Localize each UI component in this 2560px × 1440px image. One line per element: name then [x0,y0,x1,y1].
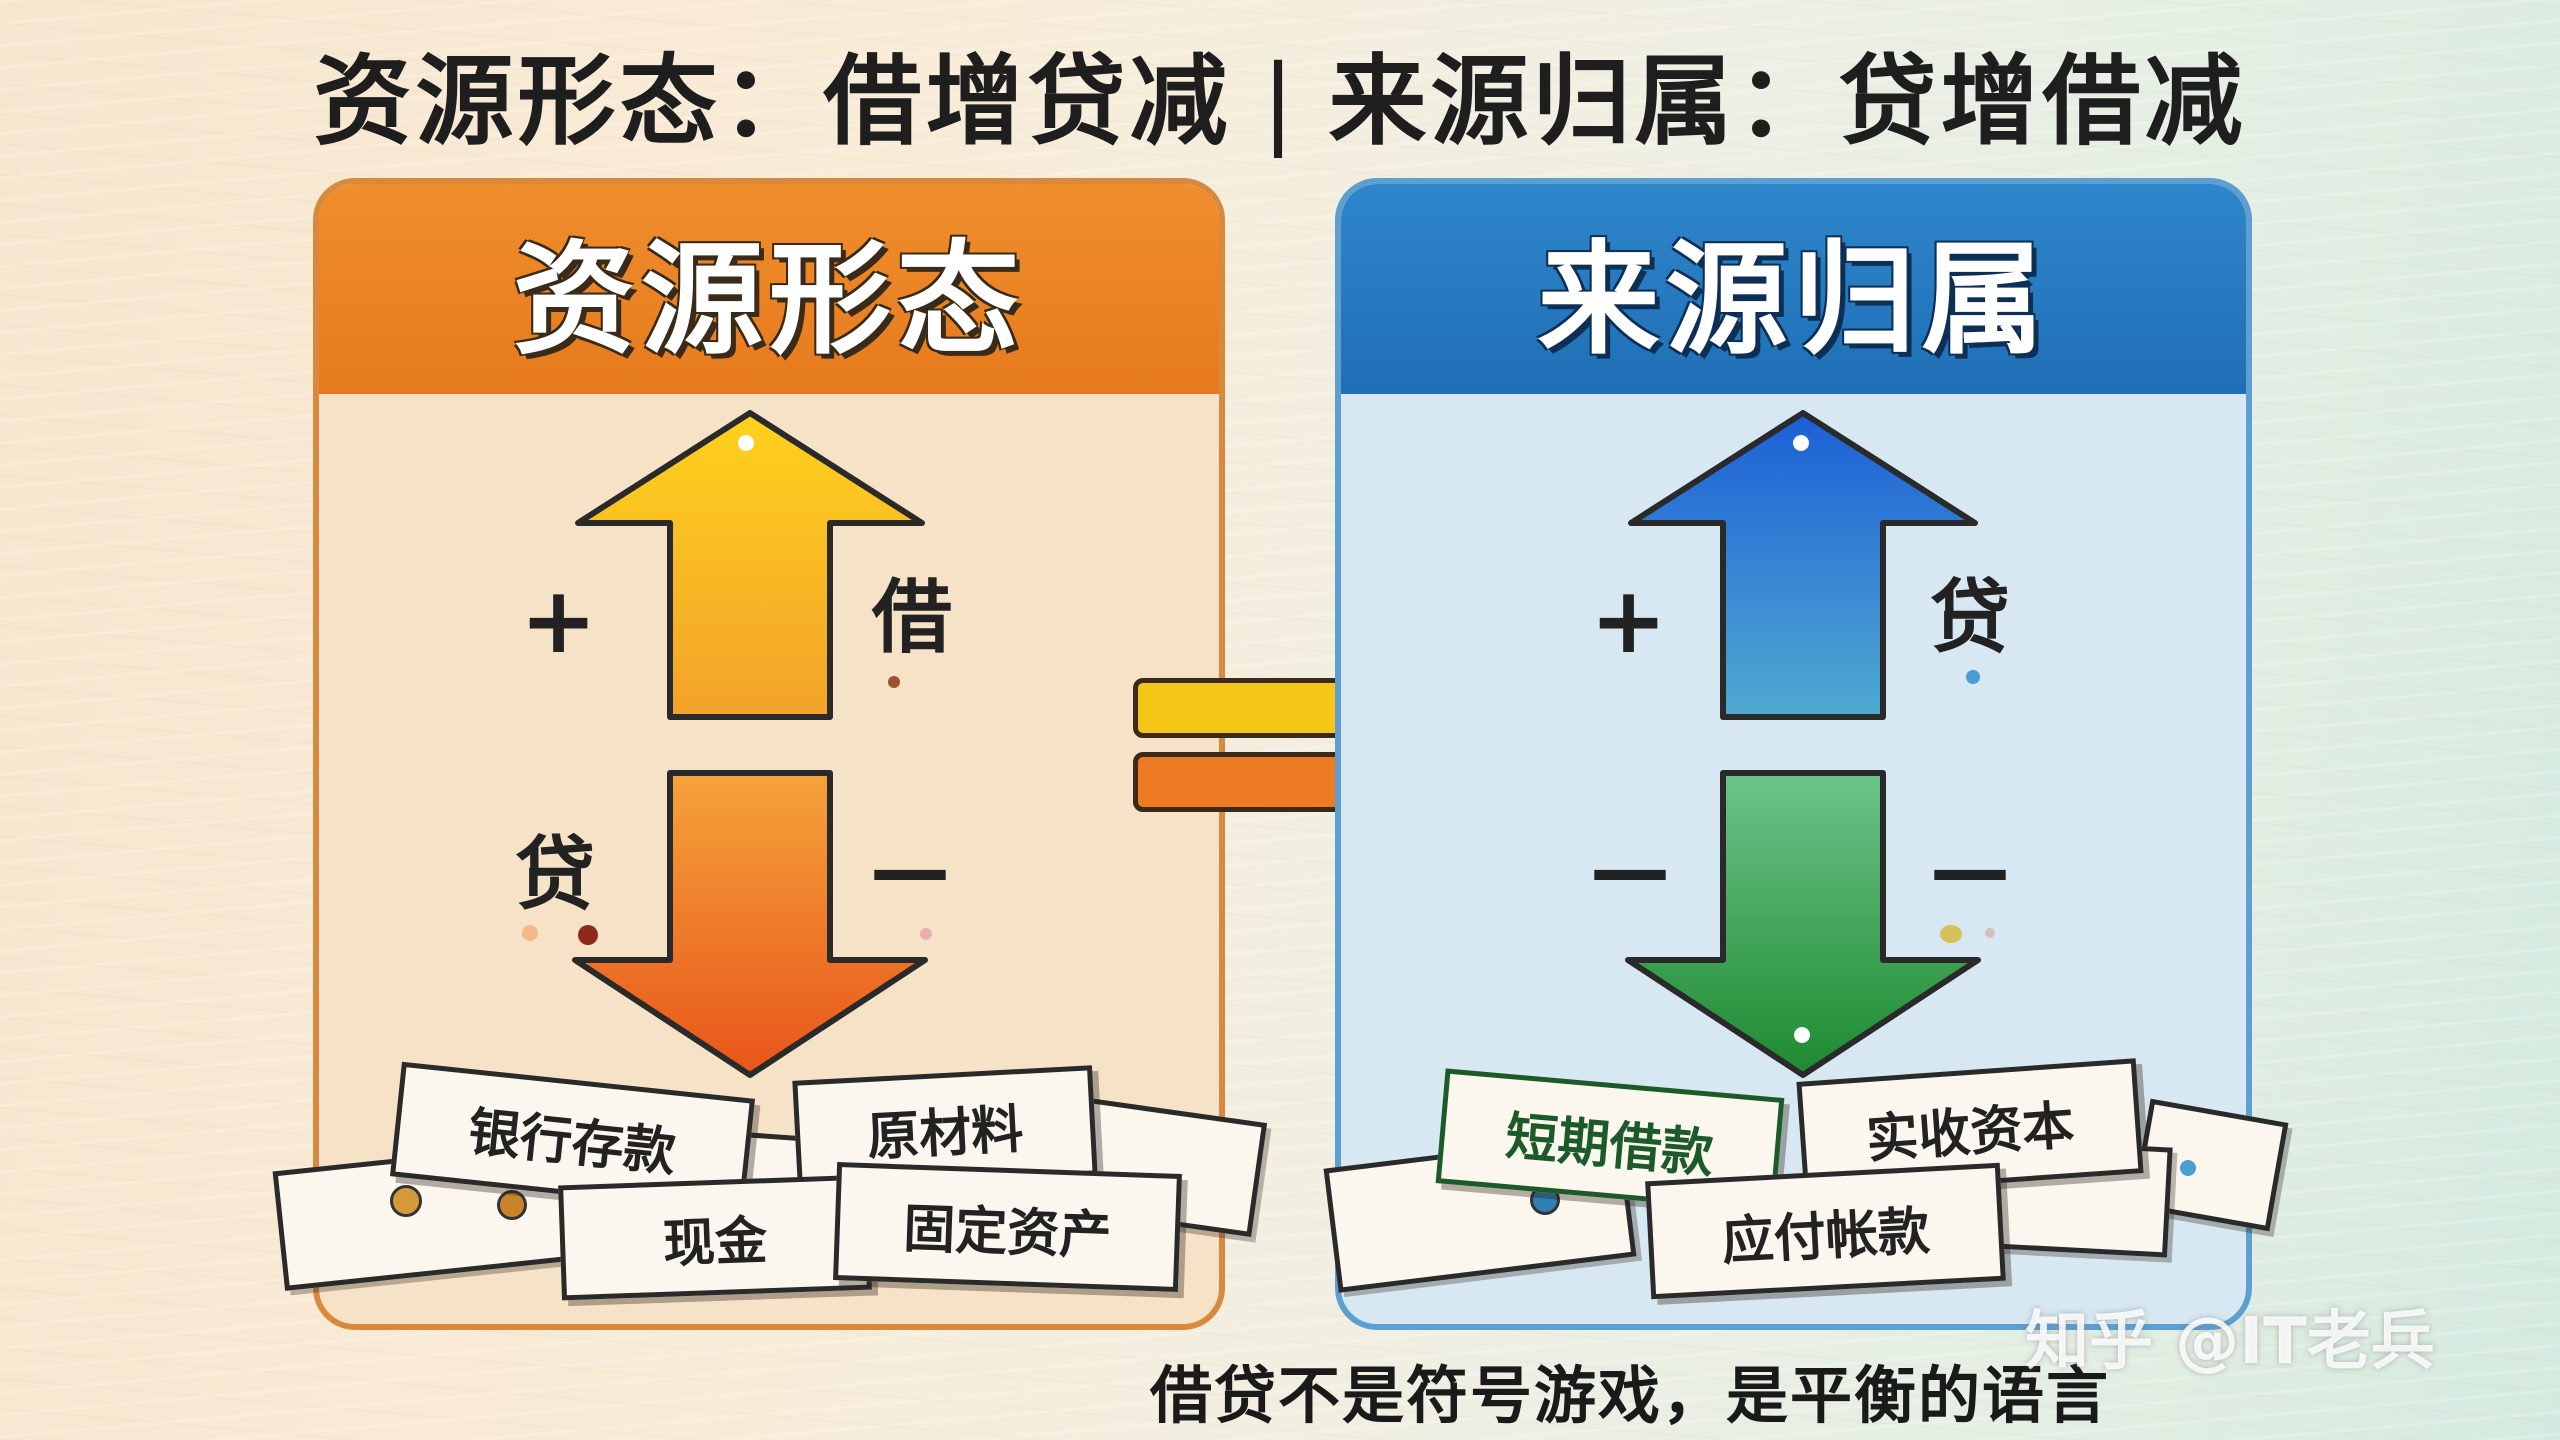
title-separator: | [1261,45,1299,159]
main-title-left: 资源形态：借增贷减 [313,45,1232,159]
zhihu-watermark: 知乎 @IT老兵 [2025,1305,2435,1379]
left-debit-label: 借 [872,571,952,664]
main-title: 资源形态：借增贷减 | 来源归属：贷增借减 [0,22,2560,164]
right-dot-1 [1966,670,1980,684]
resource-form-header: 资源形态 [319,184,1219,394]
left-card-dot-2 [497,1190,527,1220]
left-plus-sign: + [520,567,598,674]
card-fixed-assets: 固定资产 [833,1162,1182,1292]
left-up-arrow-icon [575,410,925,720]
source-attribution-header: 来源归属 [1341,184,2246,394]
right-minus-sign-right: — [1930,823,2010,916]
right-down-arrow-icon [1625,770,1981,1078]
right-up-arrow-icon [1628,410,1978,720]
left-dot-1 [888,676,900,688]
left-dot-4 [920,928,932,940]
left-down-arrow-icon [572,770,928,1078]
main-title-right: 来源归属：贷增借减 [1328,45,2247,159]
left-dot-2 [522,925,538,941]
right-dot-2 [1940,925,1962,943]
left-credit-label: 贷 [515,828,595,921]
right-credit-label: 贷 [1930,571,2010,664]
right-card-dot-2 [2180,1160,2196,1176]
left-minus-sign: — [870,823,950,916]
right-dot-3 [1985,928,1995,938]
footer-caption: 借贷不是符号游戏，是平衡的语言 [1150,1359,2111,1432]
card-cash: 现金 [558,1174,872,1301]
right-minus-sign-left: — [1590,823,1670,916]
left-card-dot-1 [390,1185,422,1217]
left-dot-3 [578,925,598,945]
card-accounts-payable: 应付帐款 [1645,1162,2006,1300]
right-plus-sign: + [1590,567,1668,674]
